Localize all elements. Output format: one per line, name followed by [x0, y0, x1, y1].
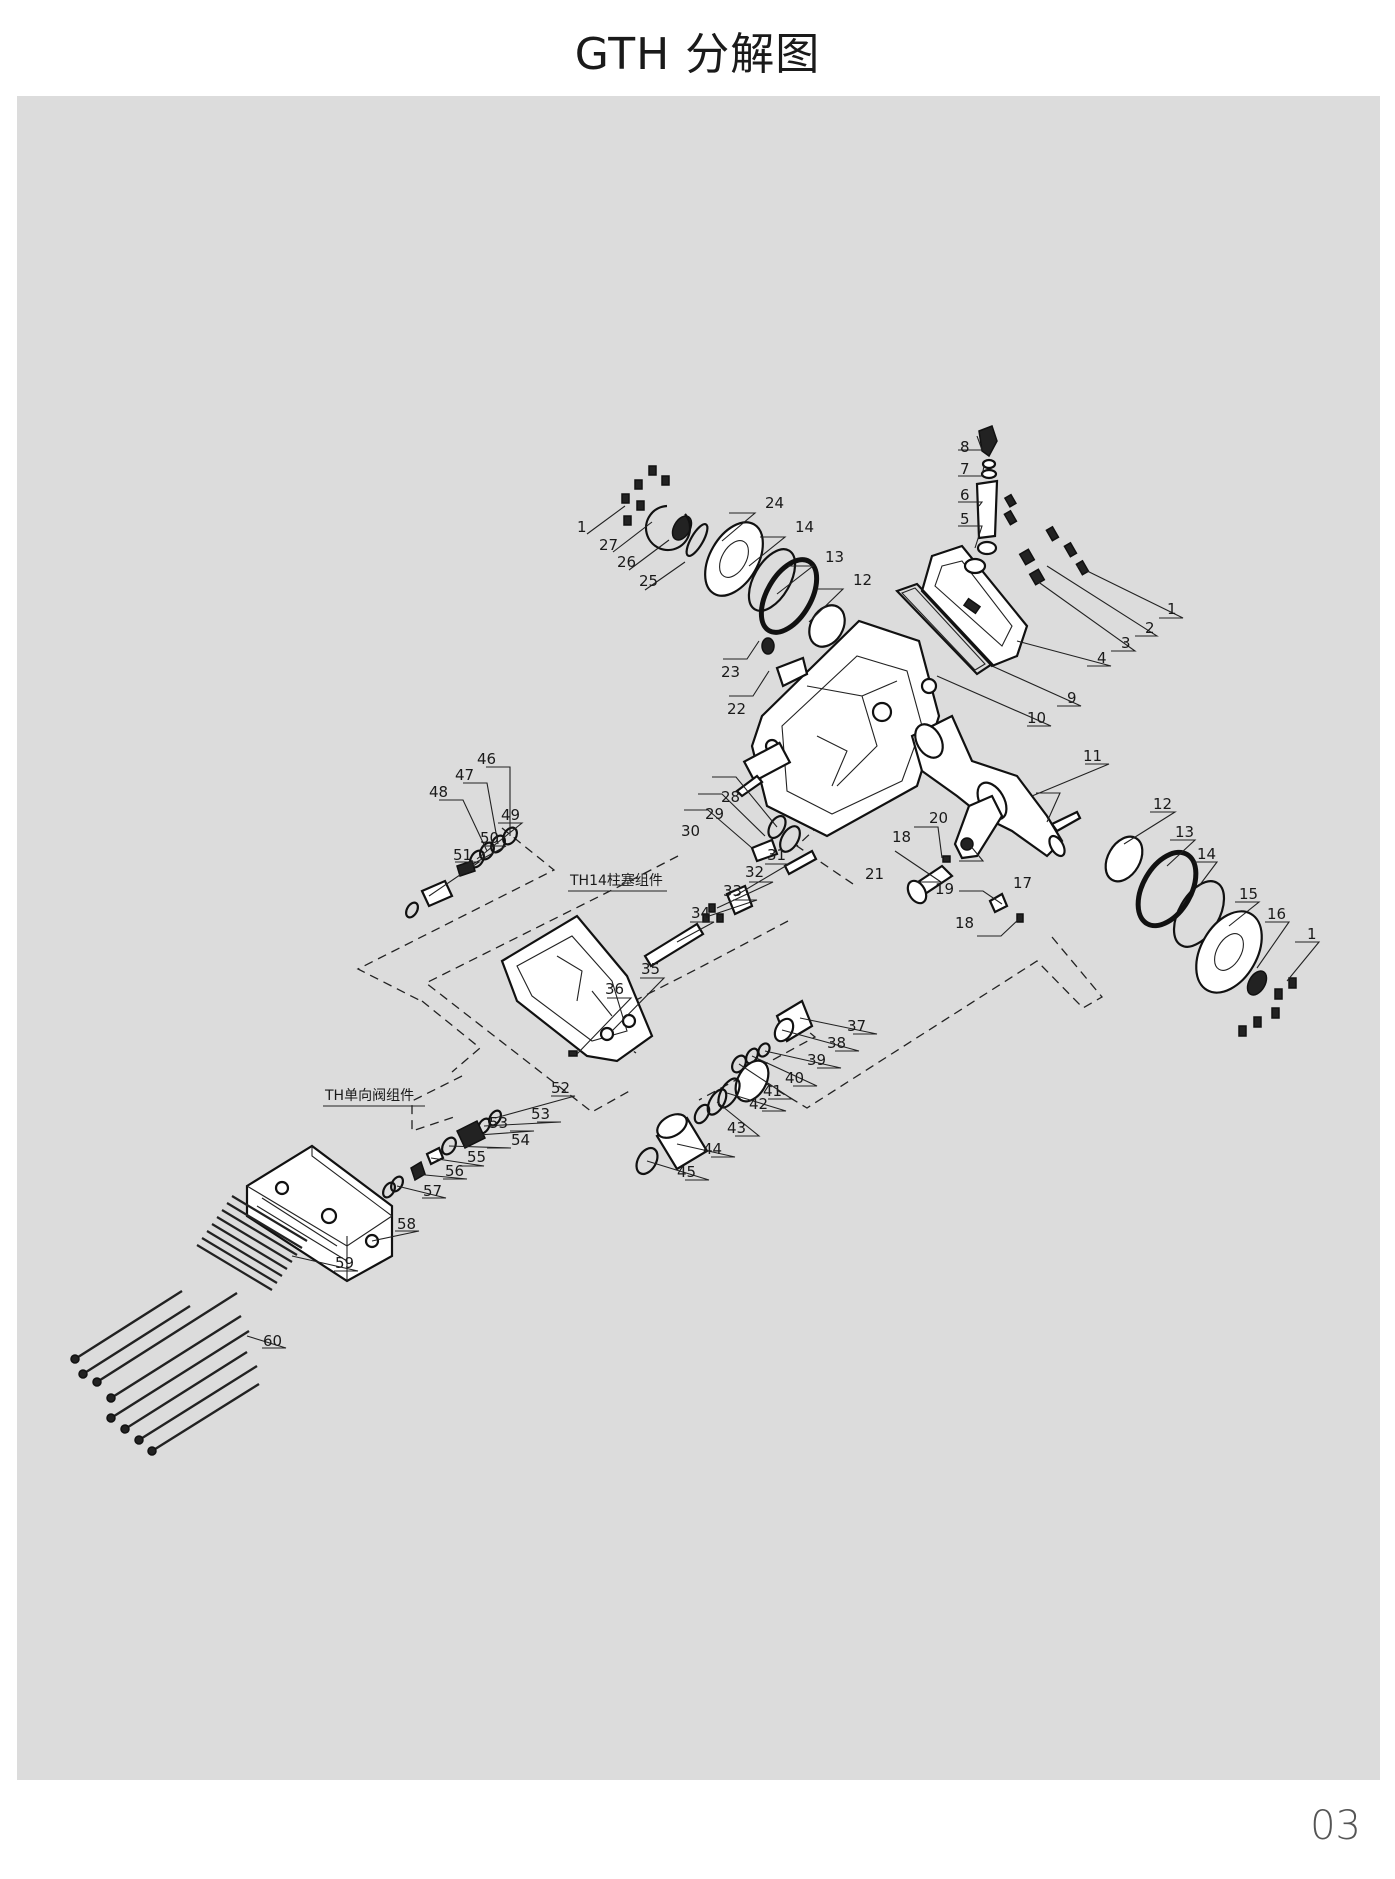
- group-caption-plunger: TH14柱塞组件: [568, 872, 667, 892]
- valve-parts-lower: [382, 1109, 502, 1199]
- callout-54: 54: [511, 1131, 530, 1149]
- callout-28: 28: [721, 788, 740, 806]
- callout-18-upper: 18: [892, 828, 911, 846]
- callout-22: 22: [727, 700, 746, 718]
- callout-30: 30: [681, 822, 700, 840]
- bolts-top-right: [1003, 493, 1090, 586]
- callout-14-left: 14: [795, 518, 814, 536]
- callout-34: 34: [691, 904, 710, 922]
- callout-50: 50: [480, 829, 499, 847]
- seal-stack-parts: [635, 999, 814, 1176]
- callout-42: 42: [749, 1095, 768, 1113]
- callout-35: 35: [641, 960, 660, 978]
- callout-7: 7: [960, 460, 970, 478]
- callout-26: 26: [617, 553, 636, 571]
- callout-57: 57: [423, 1182, 442, 1200]
- callout-1-right: 1: [1307, 925, 1317, 943]
- callout-14-right: 14: [1197, 845, 1216, 863]
- exploded-diagram: TH14柱塞组件 TH单向阀组件 1 27 26 25 24 14 13 12 …: [70, 425, 1321, 1456]
- crankcase-part: [735, 619, 941, 838]
- callout-9: 9: [1067, 689, 1077, 707]
- exploded-diagram-panel: TH14柱塞组件 TH单向阀组件 1 27 26 25 24 14 13 12 …: [17, 96, 1380, 1780]
- callout-46: 46: [477, 750, 496, 768]
- callout-leader-lines: [246, 435, 1321, 1349]
- callout-21: 21: [865, 865, 884, 883]
- callout-47: 47: [455, 766, 474, 784]
- callout-53-upper: 53: [531, 1105, 550, 1123]
- manifold-block-part: [245, 1144, 394, 1283]
- callout-40: 40: [785, 1069, 804, 1087]
- callout-25: 25: [639, 572, 658, 590]
- callout-45: 45: [677, 1163, 696, 1181]
- callout-4: 4: [1097, 649, 1107, 667]
- callout-49: 49: [501, 806, 520, 824]
- rear-cover-part: [895, 544, 1029, 676]
- callout-38: 38: [827, 1034, 846, 1052]
- page-number: 03: [1310, 1803, 1361, 1849]
- short-bolts-part: [196, 1195, 308, 1291]
- callout-29: 29: [705, 805, 724, 823]
- callout-31: 31: [767, 846, 786, 864]
- callout-56: 56: [445, 1162, 464, 1180]
- callout-27: 27: [599, 536, 618, 554]
- callout-6: 6: [960, 486, 970, 504]
- callout-2: 2: [1145, 619, 1155, 637]
- callout-52: 52: [551, 1079, 570, 1097]
- callout-1-topright: 1: [1167, 600, 1177, 618]
- callout-15: 15: [1239, 885, 1258, 903]
- callout-60: 60: [263, 1332, 282, 1350]
- callout-13-right: 13: [1175, 823, 1194, 841]
- callout-17: 17: [1013, 874, 1032, 892]
- long-bolts-part: [70, 1289, 260, 1456]
- callout-23: 23: [721, 663, 740, 681]
- callout-32: 32: [745, 863, 764, 881]
- callout-33: 33: [723, 882, 742, 900]
- callout-58: 58: [397, 1215, 416, 1233]
- callout-51: 51: [453, 846, 472, 864]
- oil-dipstick-part: [963, 425, 999, 575]
- callout-59: 59: [335, 1254, 354, 1272]
- svg-text:TH14柱塞组件: TH14柱塞组件: [569, 872, 663, 889]
- callout-12-right: 12: [1153, 795, 1172, 813]
- callout-55: 55: [467, 1148, 486, 1166]
- callout-1-topleft: 1: [577, 518, 587, 536]
- page-title: GTH 分解图: [574, 29, 821, 80]
- pump-head-part: [500, 914, 654, 1063]
- callout-11: 11: [1083, 747, 1102, 765]
- callout-8: 8: [960, 438, 970, 456]
- callout-41: 41: [763, 1082, 782, 1100]
- callout-3: 3: [1121, 634, 1131, 652]
- callout-labels: 1 27 26 25 24 14 13 12 23 22 8 7 6 5 1 2…: [263, 438, 1317, 1350]
- callout-39: 39: [807, 1051, 826, 1069]
- left-bearing-set: [644, 504, 846, 688]
- callout-53-lower: 53: [489, 1114, 508, 1132]
- right-bearing-set: [1104, 835, 1297, 1037]
- callout-12-left: 12: [853, 571, 872, 589]
- callout-20: 20: [929, 809, 948, 827]
- callout-18-lower: 18: [955, 914, 974, 932]
- callout-43: 43: [727, 1119, 746, 1137]
- callout-16: 16: [1267, 905, 1286, 923]
- callout-37: 37: [847, 1017, 866, 1035]
- callout-44: 44: [703, 1140, 722, 1158]
- callout-10: 10: [1027, 709, 1046, 727]
- callout-48: 48: [429, 783, 448, 801]
- callout-13-left: 13: [825, 548, 844, 566]
- callout-19: 19: [935, 880, 954, 898]
- callout-5: 5: [960, 510, 970, 528]
- group-caption-check-valve: TH单向阀组件: [323, 1088, 425, 1107]
- callout-36: 36: [605, 980, 624, 998]
- bolts-top-left: [621, 465, 670, 526]
- connecting-rod-set: [906, 794, 1082, 923]
- callout-24: 24: [765, 494, 784, 512]
- svg-text:TH单向阀组件: TH单向阀组件: [324, 1088, 414, 1104]
